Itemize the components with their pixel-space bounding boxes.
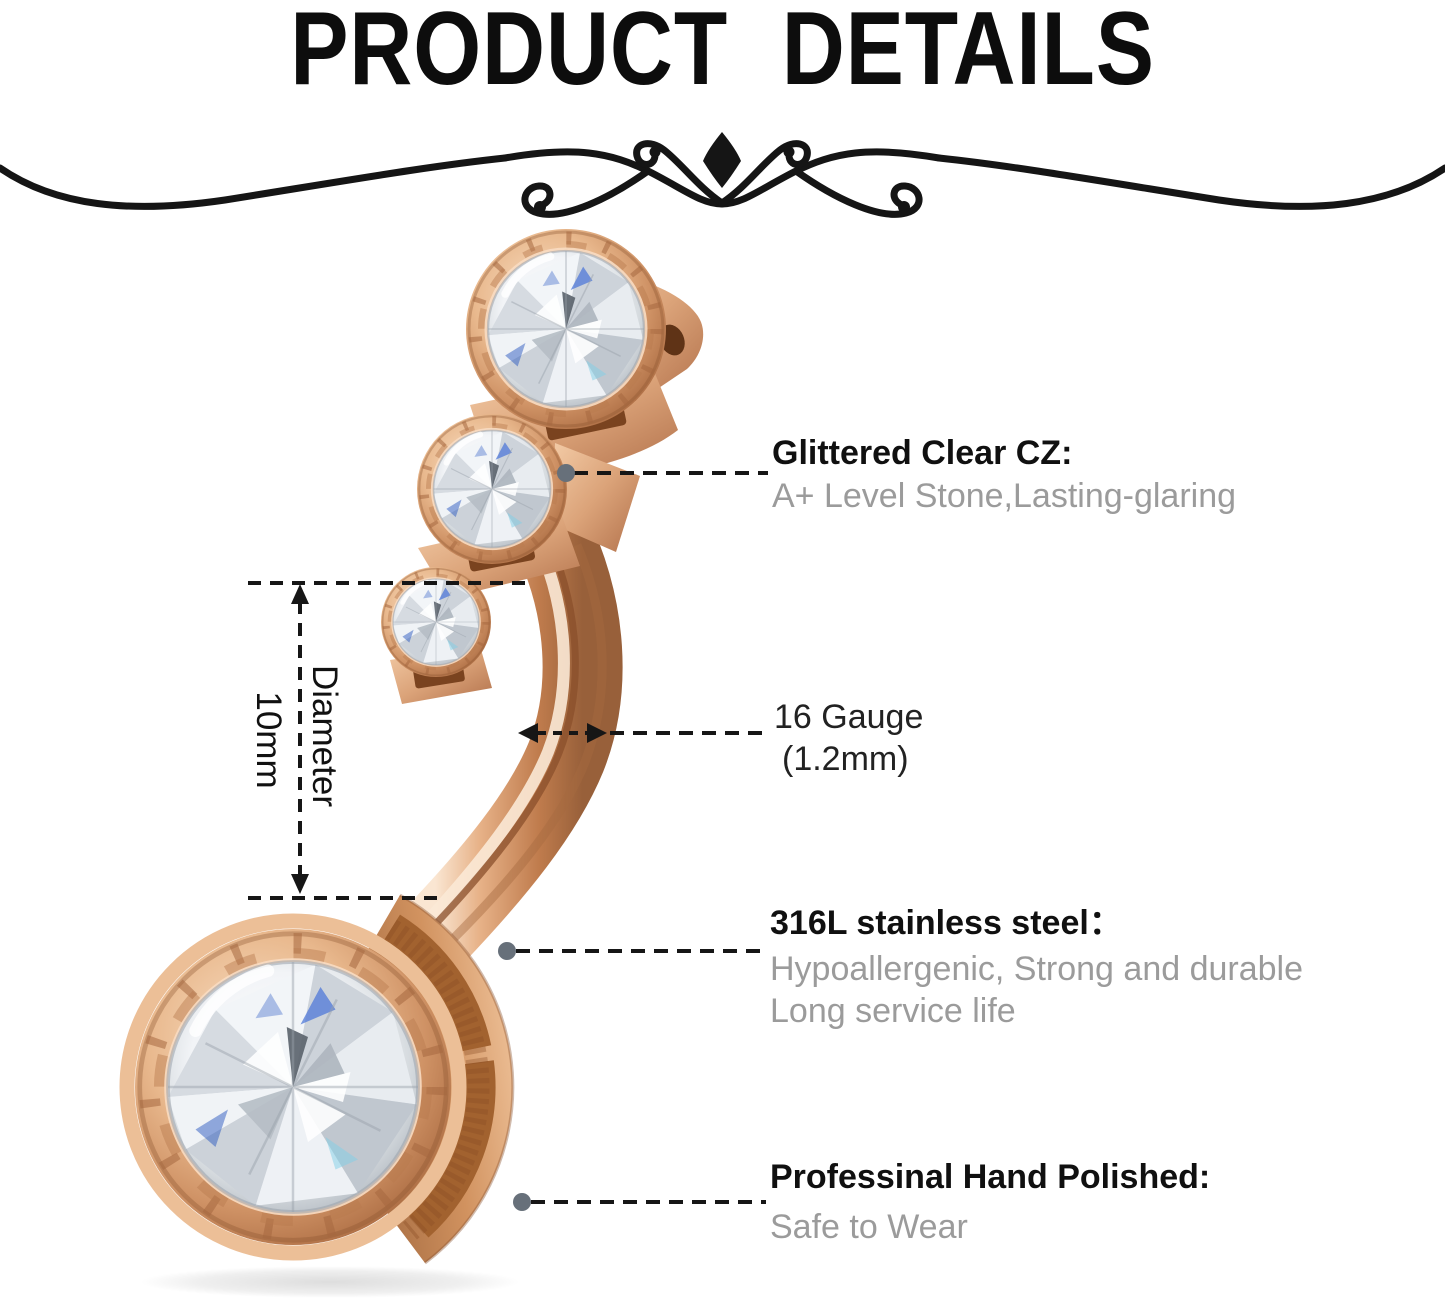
product-shadow	[140, 1266, 520, 1298]
annotation-gauge-line1: 16 Gauge	[774, 698, 924, 736]
middle-stone	[417, 414, 567, 564]
annotation-polish-title: Professinal Hand Polished:	[770, 1158, 1211, 1196]
diameter-value: 10mm	[249, 691, 288, 789]
diameter-label: Diameter	[305, 665, 344, 807]
annotation-polish: Professinal Hand Polished: Safe to Wear	[770, 1157, 1210, 1248]
annotation-cz-desc: A+ Level Stone,Lasting-glaring	[772, 477, 1237, 515]
page-title: PRODUCT DETAILS	[290, 0, 1155, 107]
top-stone	[466, 229, 666, 429]
annotation-cz-title: Glittered Clear CZ:	[772, 434, 1073, 472]
annotation-steel-desc2: Long service life	[770, 992, 1016, 1030]
gauge-leader	[518, 723, 770, 743]
bottom-setting-band	[365, 893, 515, 1265]
annotation-steel-title: 316L stainless steel：	[770, 904, 1123, 942]
annotation-steel: 316L stainless steel： Hypoallergenic, St…	[770, 903, 1303, 1032]
steel-leader-dot	[498, 942, 516, 960]
barbell-shaft	[395, 490, 623, 975]
cz-leader	[557, 464, 768, 482]
annotation-cz: Glittered Clear CZ: A+ Level Stone,Lasti…	[772, 433, 1236, 517]
annotation-gauge-line2: (1.2mm)	[782, 740, 909, 778]
annotation-steel-desc1: Hypoallergenic, Strong and durable	[770, 950, 1304, 988]
ornamental-divider-icon	[0, 132, 1445, 218]
annotation-gauge: 16 Gauge (1.2mm)	[774, 696, 923, 780]
steel-leader	[498, 942, 766, 960]
cz-leader-dot	[557, 464, 575, 482]
bottom-stone	[119, 913, 467, 1261]
polish-leader-dot	[513, 1193, 531, 1211]
annotation-polish-desc: Safe to Wear	[770, 1208, 968, 1246]
diameter-measurement	[248, 581, 528, 900]
polish-leader	[513, 1193, 766, 1211]
